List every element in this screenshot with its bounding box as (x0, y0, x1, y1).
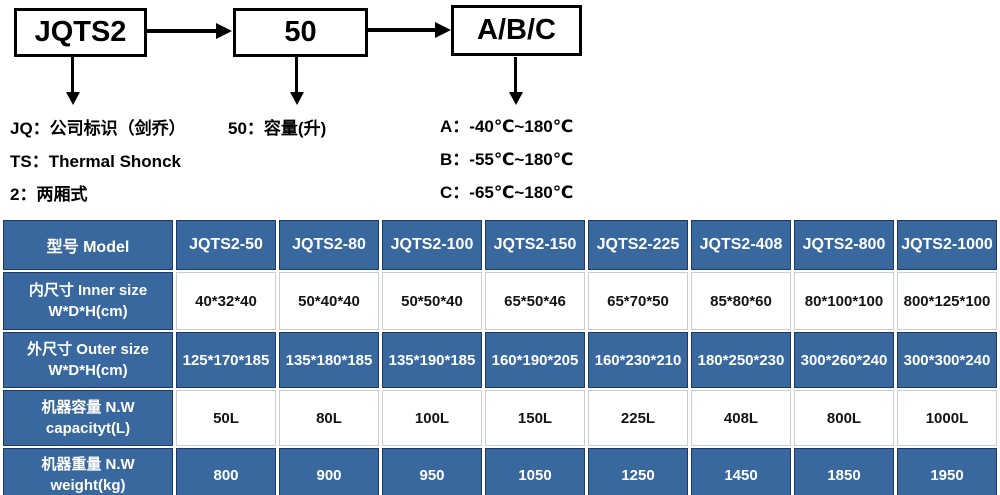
inner-size-value: 50*50*40 (382, 272, 482, 330)
weight-value: 1450 (691, 448, 791, 495)
note-temp-b: B：-55℃~180℃ (440, 150, 574, 169)
note-ts-meaning: TS：Thermal Shonck (10, 152, 181, 171)
model-prefix-box: JQTS2 (14, 8, 147, 57)
outer-size-value: 300*300*240 (897, 332, 997, 388)
capacity-value: 150L (485, 390, 585, 446)
note-temp-a: A：-40℃~180℃ (440, 117, 574, 136)
model-temp-range-box: A/B/C (451, 5, 582, 56)
right-arrow-icon (368, 28, 435, 32)
outer-size-value: 125*170*185 (176, 332, 276, 388)
col-header-jqts2-100: JQTS2-100 (382, 220, 482, 270)
spec-header-row: 型号 Model JQTS2-50 JQTS2-80 JQTS2-100 JQT… (3, 220, 997, 270)
inner-size-value: 85*80*60 (691, 272, 791, 330)
row-label-en: W*D*H(cm) (48, 303, 128, 320)
inner-size-value: 65*70*50 (588, 272, 688, 330)
col-header-jqts2-50: JQTS2-50 (176, 220, 276, 270)
table-row-outer-size: 外尺寸 Outer size W*D*H(cm) 125*170*185 135… (3, 332, 997, 388)
weight-value: 1050 (485, 448, 585, 495)
down-arrowhead-icon (290, 92, 304, 105)
row-label-cn: 外尺寸 Outer size (27, 341, 149, 358)
note-jq-meaning: JQ：公司标识（剑乔） (10, 119, 186, 138)
table-row-weight: 机器重量 N.W weight(kg) 800 900 950 1050 125… (3, 448, 997, 495)
down-arrow-icon (71, 57, 74, 93)
capacity-value: 100L (382, 390, 482, 446)
table-row-capacity: 机器容量 N.W capacityt(L) 50L 80L 100L 150L … (3, 390, 997, 446)
weight-value: 800 (176, 448, 276, 495)
weight-value: 1950 (897, 448, 997, 495)
outer-size-value: 180*250*230 (691, 332, 791, 388)
table-row-inner-size: 内尺寸 Inner size W*D*H(cm) 40*32*40 50*40*… (3, 272, 997, 330)
note-temp-c: C：-65℃~180℃ (440, 183, 574, 202)
outer-size-value: 135*180*185 (279, 332, 379, 388)
weight-value: 1250 (588, 448, 688, 495)
weight-value: 1850 (794, 448, 894, 495)
row-label-weight: 机器重量 N.W weight(kg) (3, 448, 173, 495)
right-arrowhead-icon (435, 22, 451, 38)
inner-size-value: 800*125*100 (897, 272, 997, 330)
row-label-cn: 机器重量 N.W (41, 456, 135, 473)
row-label-capacity: 机器容量 N.W capacityt(L) (3, 390, 173, 446)
capacity-value: 225L (588, 390, 688, 446)
weight-value: 900 (279, 448, 379, 495)
row-label-en: capacityt(L) (45, 420, 131, 437)
col-header-jqts2-150: JQTS2-150 (485, 220, 585, 270)
row-label-cn: 机器容量 N.W (41, 399, 135, 416)
capacity-value: 50L (176, 390, 276, 446)
model-capacity-box: 50 (233, 8, 368, 57)
down-arrowhead-icon (509, 92, 523, 105)
inner-size-value: 50*40*40 (279, 272, 379, 330)
right-arrowhead-icon (216, 23, 232, 39)
outer-size-value: 160*230*210 (588, 332, 688, 388)
note-2-meaning: 2：两厢式 (10, 185, 88, 204)
model-code-diagram: JQTS2 50 A/B/C JQ：公司标识（剑乔） TS：Thermal Sh… (0, 0, 1000, 218)
capacity-value: 80L (279, 390, 379, 446)
weight-value: 950 (382, 448, 482, 495)
outer-size-value: 300*260*240 (794, 332, 894, 388)
col-header-jqts2-408: JQTS2-408 (691, 220, 791, 270)
note-50-meaning: 50：容量(升) (228, 119, 327, 138)
down-arrow-icon (514, 57, 517, 93)
down-arrow-icon (295, 57, 298, 93)
row-label-en: W*D*H(cm) (48, 362, 128, 379)
inner-size-value: 40*32*40 (176, 272, 276, 330)
col-header-model: 型号 Model (3, 220, 173, 270)
col-header-jqts2-1000: JQTS2-1000 (897, 220, 997, 270)
right-arrow-icon (147, 29, 216, 33)
capacity-value: 1000L (897, 390, 997, 446)
outer-size-value: 160*190*205 (485, 332, 585, 388)
row-label-outer-size: 外尺寸 Outer size W*D*H(cm) (3, 332, 173, 388)
outer-size-value: 135*190*185 (382, 332, 482, 388)
row-label-cn: 内尺寸 Inner size (28, 282, 148, 299)
row-label-inner-size: 内尺寸 Inner size W*D*H(cm) (3, 272, 173, 330)
down-arrowhead-icon (66, 92, 80, 105)
col-header-jqts2-800: JQTS2-800 (794, 220, 894, 270)
col-header-jqts2-80: JQTS2-80 (279, 220, 379, 270)
spec-table: 型号 Model JQTS2-50 JQTS2-80 JQTS2-100 JQT… (0, 218, 1000, 495)
col-header-jqts2-225: JQTS2-225 (588, 220, 688, 270)
row-label-en: weight(kg) (50, 477, 126, 494)
inner-size-value: 80*100*100 (794, 272, 894, 330)
capacity-value: 800L (794, 390, 894, 446)
capacity-value: 408L (691, 390, 791, 446)
inner-size-value: 65*50*46 (485, 272, 585, 330)
